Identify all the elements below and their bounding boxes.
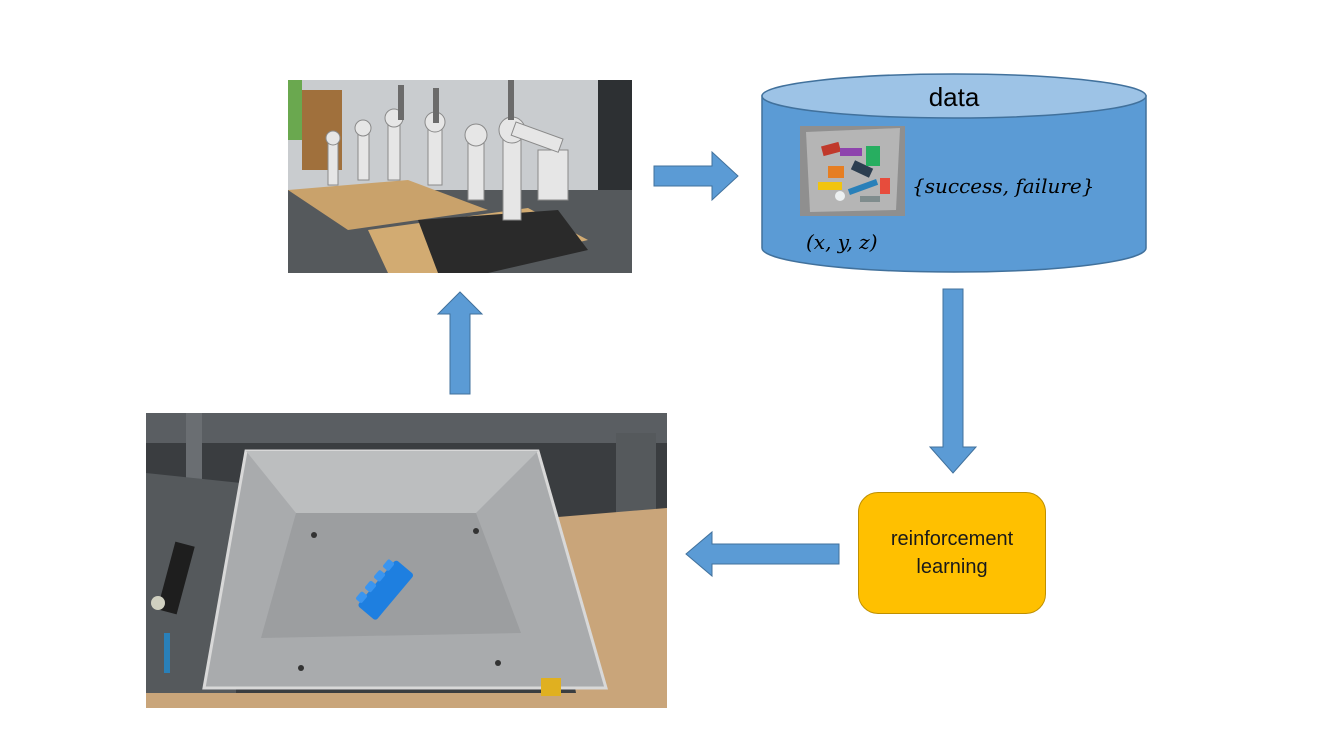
- bin-tray-photo: [146, 413, 667, 708]
- grasp-sample-thumbnail: [800, 126, 905, 216]
- data-store-title: data: [928, 82, 980, 112]
- reinforcement-learning-box: reinforcement learning: [858, 492, 1046, 614]
- cluttered-bin-illustration: [800, 126, 905, 216]
- coordinate-label: (x, y, z): [806, 230, 878, 254]
- robot-lab-photo: [288, 80, 632, 273]
- reinforcement-learning-label: reinforcement learning: [890, 528, 1014, 578]
- arrow-left-to-bin: [685, 530, 840, 578]
- robot-lab-illustration: [288, 80, 632, 273]
- bin-tray-illustration: [146, 413, 667, 708]
- arrow-down-to-rl: [928, 288, 978, 474]
- arrow-up-to-robot: [436, 291, 484, 395]
- outcome-label: {success, failure}: [912, 174, 1095, 198]
- arrow-right-to-data: [653, 150, 739, 202]
